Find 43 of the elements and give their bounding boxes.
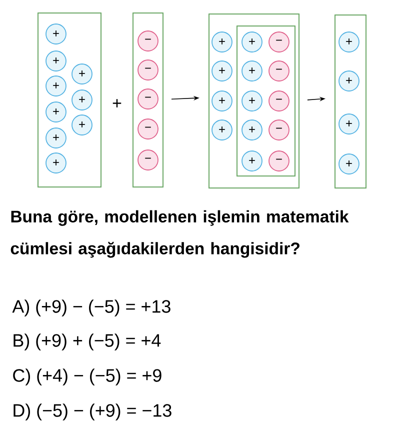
negative-counter: − [138, 150, 158, 170]
positive-counter: + [72, 64, 92, 84]
group-box [38, 12, 102, 188]
positive-counter: + [72, 90, 92, 110]
positive-counter: + [212, 60, 232, 82]
question-text: Buna göre, modellenen işlemin matematik cümlesi aşağıdakilerden hangisidir? [10, 210, 349, 258]
positive-counter: + [338, 114, 360, 134]
negative-counter: − [268, 60, 290, 82]
positive-counter: + [46, 50, 66, 72]
positive-counter: + [338, 70, 360, 92]
group-box [208, 14, 300, 188]
operator-sign: + [112, 99, 122, 108]
answer-option: A) (+9) − (−5) = +13 [12, 300, 170, 316]
positive-counter: + [46, 76, 66, 96]
group-box [334, 14, 366, 188]
negative-counter: − [138, 30, 158, 52]
positive-counter: + [242, 120, 262, 140]
positive-counter: + [46, 102, 66, 122]
negative-counter: − [268, 120, 290, 140]
negative-counter: − [268, 90, 290, 112]
group-box [236, 26, 296, 176]
positive-counter: + [46, 24, 66, 44]
positive-counter: + [242, 150, 262, 172]
positive-counter: + [242, 60, 262, 82]
positive-counter: + [212, 90, 232, 112]
positive-counter: + [242, 32, 262, 52]
positive-counter: + [46, 128, 66, 148]
positive-counter: + [72, 114, 92, 136]
positive-counter: + [212, 120, 232, 140]
answer-option: C) (+4) − (−5) = +9 [13, 368, 162, 386]
positive-counter: + [212, 32, 232, 52]
answer-option: B) (+9) + (−5) = +4 [14, 334, 161, 350]
answer-option: D) (−5) − (+9) = −13 [14, 404, 172, 420]
negative-counter: − [268, 32, 290, 52]
negative-counter: − [138, 88, 158, 110]
negative-counter: − [138, 60, 158, 80]
positive-counter: + [338, 32, 360, 52]
positive-counter: + [338, 154, 360, 174]
negative-counter: − [138, 118, 158, 140]
positive-counter: + [46, 152, 66, 174]
group-box [132, 12, 164, 188]
positive-counter: + [242, 90, 262, 112]
negative-counter: − [268, 150, 290, 172]
